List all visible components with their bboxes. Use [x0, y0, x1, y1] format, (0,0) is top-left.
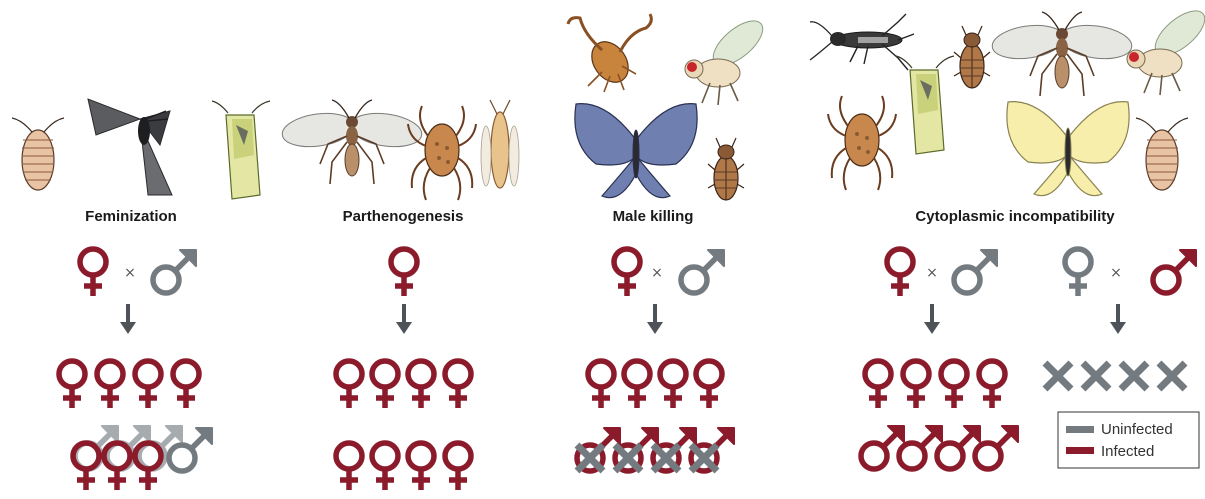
woodlouse-icon — [1136, 118, 1188, 190]
cross-mark-icon — [691, 445, 717, 471]
down-arrow-icon — [924, 304, 940, 334]
female-symbol-icon — [336, 443, 362, 490]
female-symbol-icon — [59, 361, 85, 408]
male-killing-cross: × — [614, 249, 724, 334]
leafhopper-icon — [212, 101, 270, 199]
female-symbol-icon — [173, 361, 199, 408]
parthenogenesis-cross — [391, 249, 417, 334]
male-symbol-icon — [153, 250, 196, 293]
female-symbol-icon — [660, 361, 686, 408]
female-symbol-icon — [104, 443, 130, 490]
cross-mark-icon — [1121, 363, 1147, 389]
male-killing-offspring — [577, 361, 734, 471]
mite-icon — [828, 96, 896, 190]
panel-title-parthenogenesis: Parthenogenesis — [343, 208, 464, 225]
female-symbol-icon — [80, 249, 106, 296]
female-symbol-icon — [865, 361, 891, 408]
female-symbol-icon — [903, 361, 929, 408]
down-arrow-icon — [396, 304, 412, 334]
female-symbol-icon — [336, 361, 362, 408]
parthenogenesis-offspring — [336, 361, 471, 490]
legend: Uninfected Infected — [1058, 412, 1199, 468]
cross-mark-icon — [577, 445, 603, 471]
parthenogenesis-organisms — [280, 100, 519, 200]
female-symbol-icon — [97, 361, 123, 408]
female-symbol-icon — [372, 443, 398, 490]
female-symbol-icon — [696, 361, 722, 408]
cross-times-symbol: × — [124, 265, 136, 281]
female-symbol-icon — [445, 443, 471, 490]
legend-swatch-uninfected — [1066, 426, 1094, 433]
male-symbol-icon — [681, 250, 724, 293]
cross-times-symbol: × — [926, 265, 938, 281]
female-symbol-icon — [73, 443, 99, 490]
mite-icon — [408, 106, 476, 200]
male-symbol-icon — [975, 426, 1018, 469]
male-killing-organisms — [568, 13, 770, 200]
cross-mark-icon — [1083, 363, 1109, 389]
woodlouse-icon — [12, 118, 64, 190]
butterfly-icon — [575, 104, 697, 198]
female-symbol-icon — [1065, 249, 1091, 296]
beetle-icon — [708, 138, 744, 200]
female-symbol-icon — [588, 361, 614, 408]
legend-swatch-infected — [1066, 447, 1094, 454]
cricket-icon — [810, 14, 914, 70]
wasp-icon — [990, 12, 1134, 96]
male-symbol-icon — [937, 426, 980, 469]
down-arrow-icon — [120, 304, 136, 334]
male-symbol-icon — [954, 250, 997, 293]
leafhopper-icon — [896, 56, 954, 154]
down-arrow-icon — [647, 304, 663, 334]
cross-mark-icon — [653, 445, 679, 471]
female-symbol-icon — [614, 249, 640, 296]
cross-mark-icon — [1159, 363, 1185, 389]
ci-compatible-cross: × — [887, 249, 997, 334]
male-symbol-icon — [1153, 250, 1196, 293]
feminization-organisms — [12, 99, 270, 199]
ci-incompatible-cross: × — [1065, 249, 1196, 334]
ci-incompatible-offspring — [1045, 363, 1185, 389]
cross-times-symbol: × — [1110, 265, 1122, 281]
female-symbol-icon — [391, 249, 417, 296]
panel-title-cytoplasmic-incompatibility: Cytoplasmic incompatibility — [915, 208, 1115, 225]
female-symbol-icon — [408, 361, 434, 408]
pseudoscorpion-icon — [568, 14, 651, 92]
fly-icon — [1127, 3, 1205, 95]
cytoplasmic-incompatibility-organisms — [810, 3, 1205, 196]
legend-label-uninfected: Uninfected — [1101, 421, 1173, 438]
female-symbol-icon — [372, 361, 398, 408]
feminization-cross: × — [80, 249, 196, 334]
beetle-icon — [954, 26, 990, 88]
ci-compatible-offspring — [861, 361, 1018, 469]
cross-mark-icon — [1045, 363, 1071, 389]
cross-times-symbol: × — [651, 265, 663, 281]
female-symbol-icon — [887, 249, 913, 296]
butterfly-icon — [1007, 102, 1129, 196]
panel-title-feminization: Feminization — [85, 208, 177, 225]
moth-icon — [88, 99, 172, 195]
female-symbol-icon — [624, 361, 650, 408]
female-symbol-icon — [135, 361, 161, 408]
legend-label-infected: Infected — [1101, 443, 1154, 460]
thrips-icon — [481, 100, 519, 188]
female-symbol-icon — [979, 361, 1005, 408]
female-symbol-icon — [445, 361, 471, 408]
female-symbol-icon — [408, 443, 434, 490]
female-symbol-icon — [135, 443, 161, 490]
fly-icon — [685, 13, 770, 105]
wasp-icon — [280, 100, 424, 184]
panel-title-male-killing: Male killing — [613, 208, 694, 225]
male-symbol-icon — [861, 426, 904, 469]
down-arrow-icon — [1110, 304, 1126, 334]
male-symbol-icon — [899, 426, 942, 469]
feminization-offspring — [59, 361, 212, 490]
cross-mark-icon — [615, 445, 641, 471]
female-symbol-icon — [941, 361, 967, 408]
